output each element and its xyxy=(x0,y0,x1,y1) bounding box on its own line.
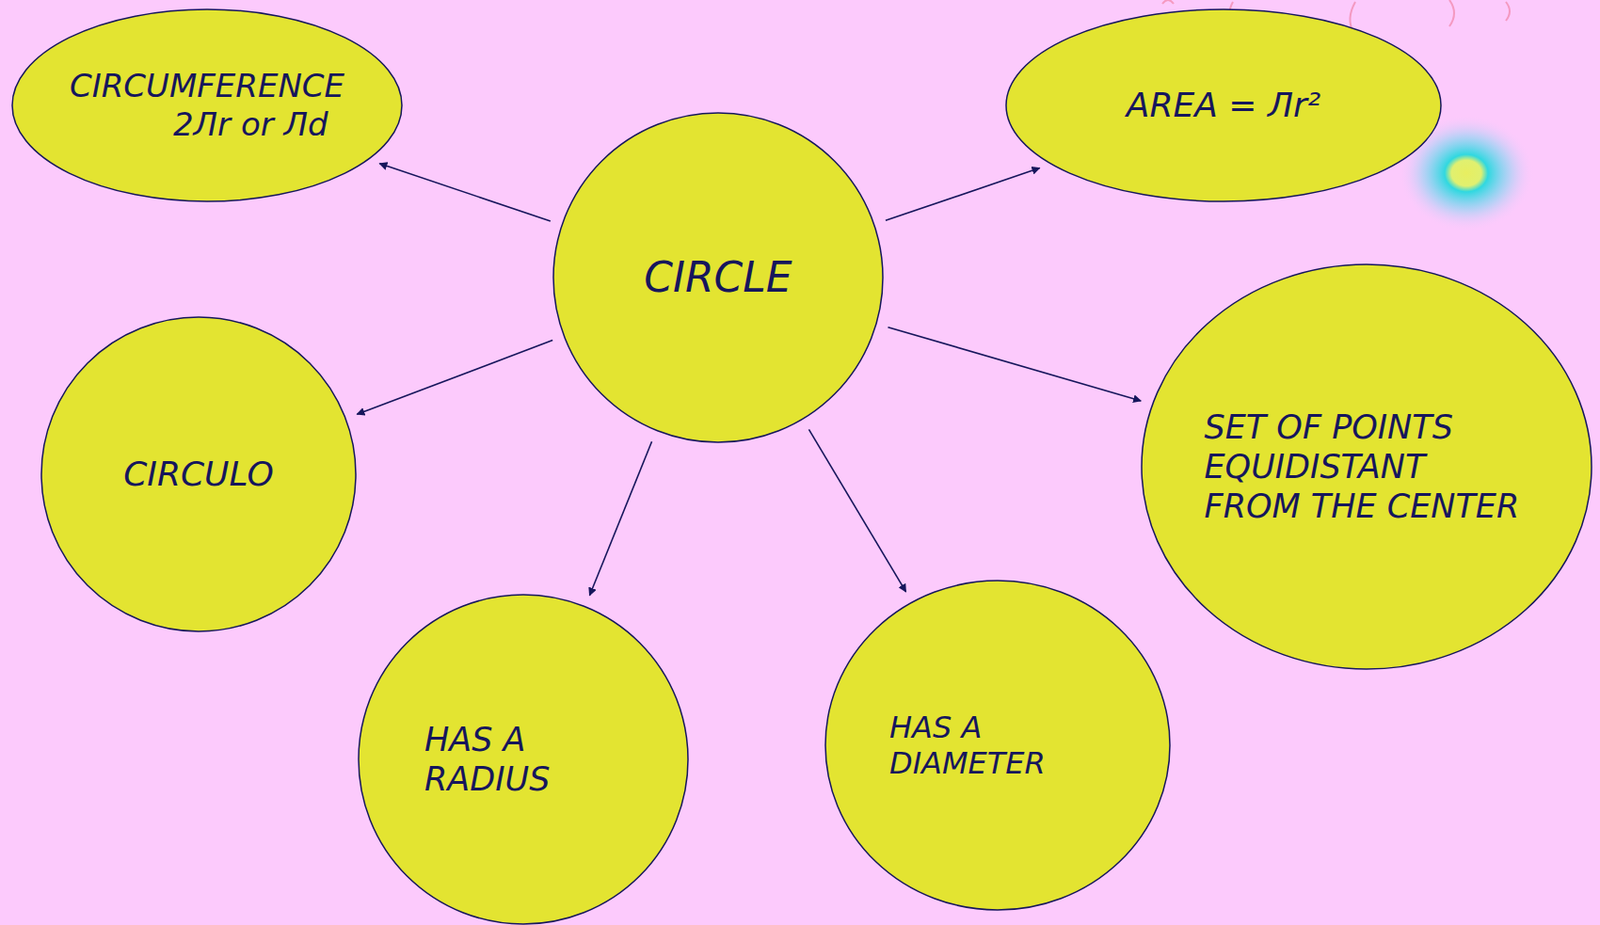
arrow-connector xyxy=(887,327,1141,401)
node-outline xyxy=(357,593,689,925)
node-label: AREA = Лr² xyxy=(1126,84,1321,126)
node-texts: CIRCUMFERENCE2Лr or Лd xyxy=(69,66,345,144)
node-label: SET OF POINTS EQUIDISTANT FROM THE CENTE… xyxy=(1204,407,1530,527)
arrow-connector xyxy=(885,168,1040,222)
node-fill xyxy=(1141,264,1592,670)
node-texts: HAS A RADIUS xyxy=(424,720,623,800)
node-fill xyxy=(825,580,1170,911)
node-texts: CIRCULO xyxy=(123,453,274,495)
node-label: CIRCULO xyxy=(123,453,274,495)
circle-node: CIRCLE xyxy=(552,112,884,444)
node-fill xyxy=(553,112,883,443)
ellipse-node: AREA = Лr² xyxy=(1005,8,1442,203)
formula-text: 2Лr or Лd xyxy=(69,105,345,144)
circle-node: HAS A RADIUS xyxy=(357,593,689,925)
arrow-connector xyxy=(589,441,652,595)
circle-node: CIRCULO xyxy=(40,316,357,633)
node-texts: HAS A DIAMETER xyxy=(889,709,1106,783)
arrow-connector xyxy=(808,429,906,592)
node-label: CIRCLE xyxy=(643,253,792,304)
node-texts: SET OF POINTS EQUIDISTANT FROM THE CENTE… xyxy=(1204,407,1530,527)
node-label: CIRCUMFERENCE xyxy=(69,66,345,106)
circle-node: HAS A DIAMETER xyxy=(824,579,1171,912)
node-label: HAS A DIAMETER xyxy=(889,709,1106,783)
node-texts: CIRCLE xyxy=(643,253,792,304)
arrow-connector xyxy=(356,340,553,416)
node-fill xyxy=(41,317,356,632)
ellipse-node: CIRCUMFERENCE2Лr or Лd xyxy=(11,8,403,203)
ellipse-node: SET OF POINTS EQUIDISTANT FROM THE CENTE… xyxy=(1140,263,1593,671)
node-fill xyxy=(1006,9,1441,202)
node-label: HAS A RADIUS xyxy=(424,720,623,800)
node-fill xyxy=(358,594,688,925)
arrow-connector xyxy=(379,163,551,222)
node-texts: AREA = Лr² xyxy=(1126,84,1321,126)
node-fill xyxy=(12,9,402,202)
